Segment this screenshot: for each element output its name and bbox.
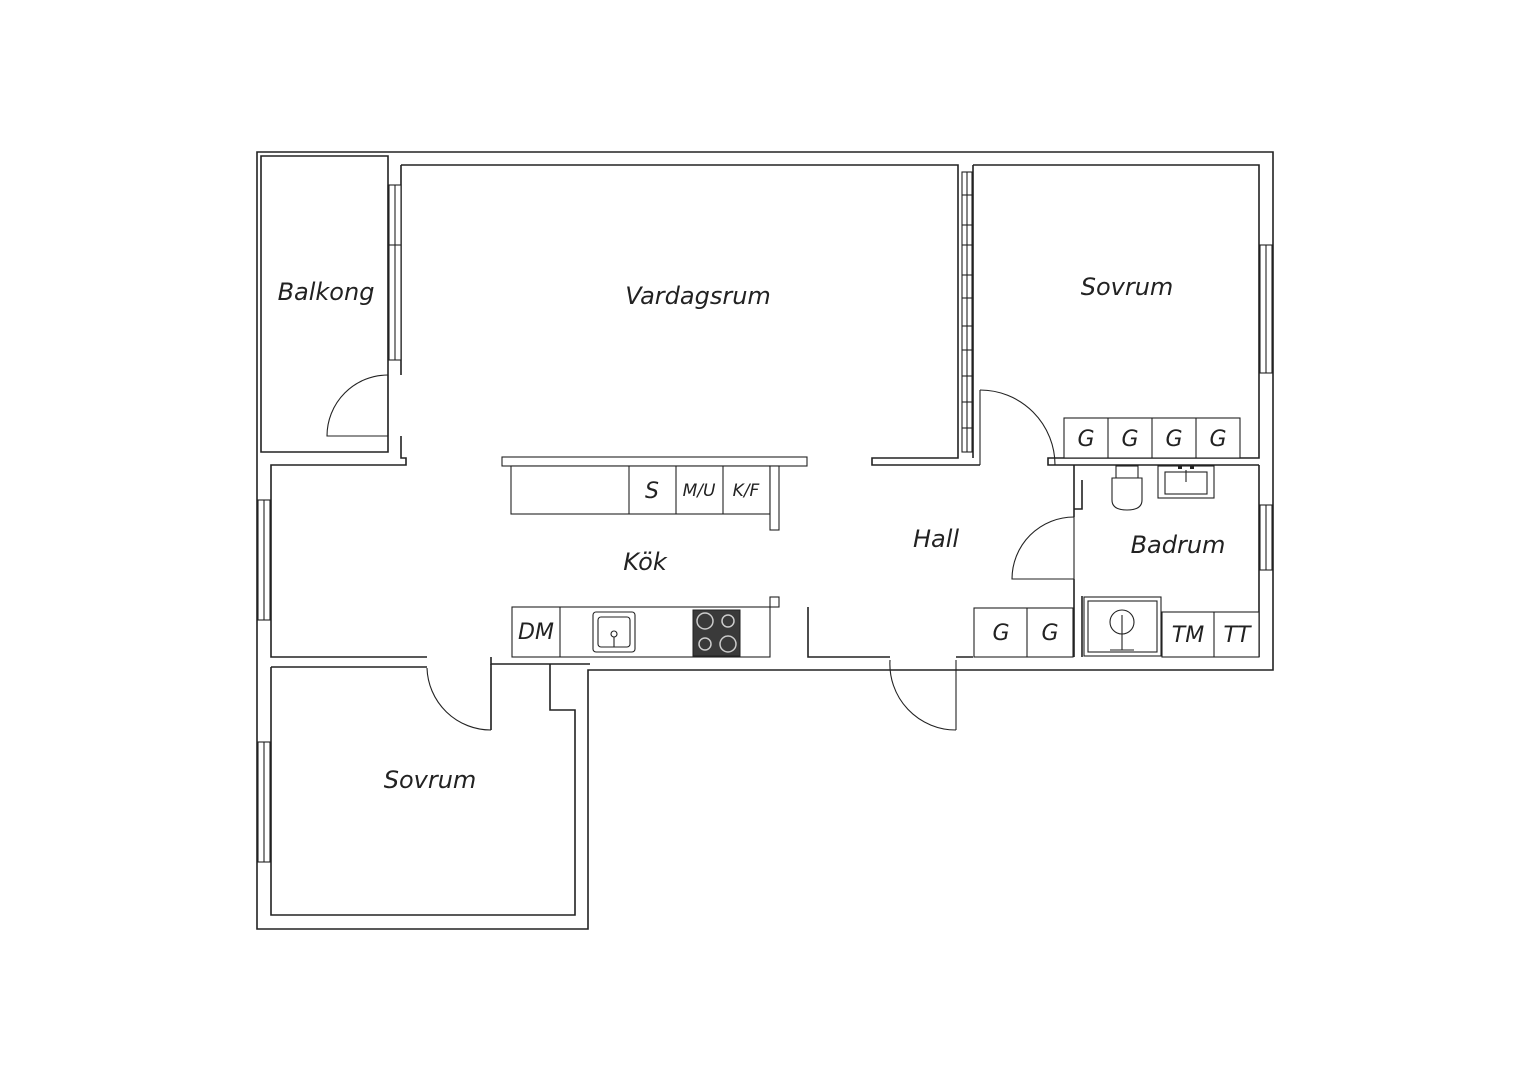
wardrobe-label: G xyxy=(1165,427,1182,452)
kitchen-dm-label: DM xyxy=(518,620,554,645)
wardrobe-label: G xyxy=(1041,621,1058,646)
stove-icon xyxy=(692,609,741,657)
interior-walls xyxy=(270,164,1260,916)
kitchen-island: S M/U K/F xyxy=(501,456,808,531)
window-icon xyxy=(388,184,402,361)
wardrobe-label: G xyxy=(1077,427,1094,452)
sink-icon xyxy=(592,611,636,653)
wardrobe-label: G xyxy=(992,621,1009,646)
wardrobe-label: G xyxy=(1209,427,1226,452)
kitchen-mu-label: M/U xyxy=(683,481,716,501)
kitchen-s-label: S xyxy=(645,479,659,504)
room-label-sovrum-top: Sovrum xyxy=(1081,273,1174,301)
room-label-balkong: Balkong xyxy=(278,278,375,306)
bath-tm-label: TM xyxy=(1172,623,1204,648)
toilet-icon xyxy=(1111,465,1143,511)
kitchen-kf-label: K/F xyxy=(733,481,760,501)
door-swing-icon xyxy=(426,667,492,731)
door-swing-icon xyxy=(1011,516,1075,580)
wardrobes-hall: G G xyxy=(973,607,1074,658)
door-swing-icon xyxy=(326,374,389,437)
outer-walls xyxy=(256,151,1274,930)
window-icon xyxy=(961,171,973,453)
window-icon xyxy=(1259,244,1273,374)
room-label-hall: Hall xyxy=(913,525,959,553)
sink-icon xyxy=(1157,465,1215,499)
bathroom-fixtures: TM TT xyxy=(1083,465,1260,658)
room-label-badrum: Badrum xyxy=(1131,531,1226,559)
room-label-kok: Kök xyxy=(623,548,668,576)
room-labels: Balkong Vardagsrum Sovrum Kök Hall Badru… xyxy=(278,273,1226,794)
window-icon xyxy=(257,741,271,863)
door-swing-icon xyxy=(889,659,957,731)
shower-icon xyxy=(1083,596,1162,657)
window-icon xyxy=(1259,504,1273,571)
windows xyxy=(257,171,1273,863)
room-label-vardagsrum: Vardagsrum xyxy=(625,282,771,310)
bath-tt-label: TT xyxy=(1224,623,1252,648)
window-icon xyxy=(257,499,271,621)
kitchen-counter: DM xyxy=(511,596,780,658)
wardrobe-label: G xyxy=(1121,427,1138,452)
doors xyxy=(326,374,1075,731)
door-swing-icon xyxy=(979,389,1056,466)
wardrobes-top: G G G G xyxy=(1063,417,1241,459)
room-label-sovrum-bottom: Sovrum xyxy=(384,766,477,794)
balcony-walls xyxy=(260,155,389,453)
